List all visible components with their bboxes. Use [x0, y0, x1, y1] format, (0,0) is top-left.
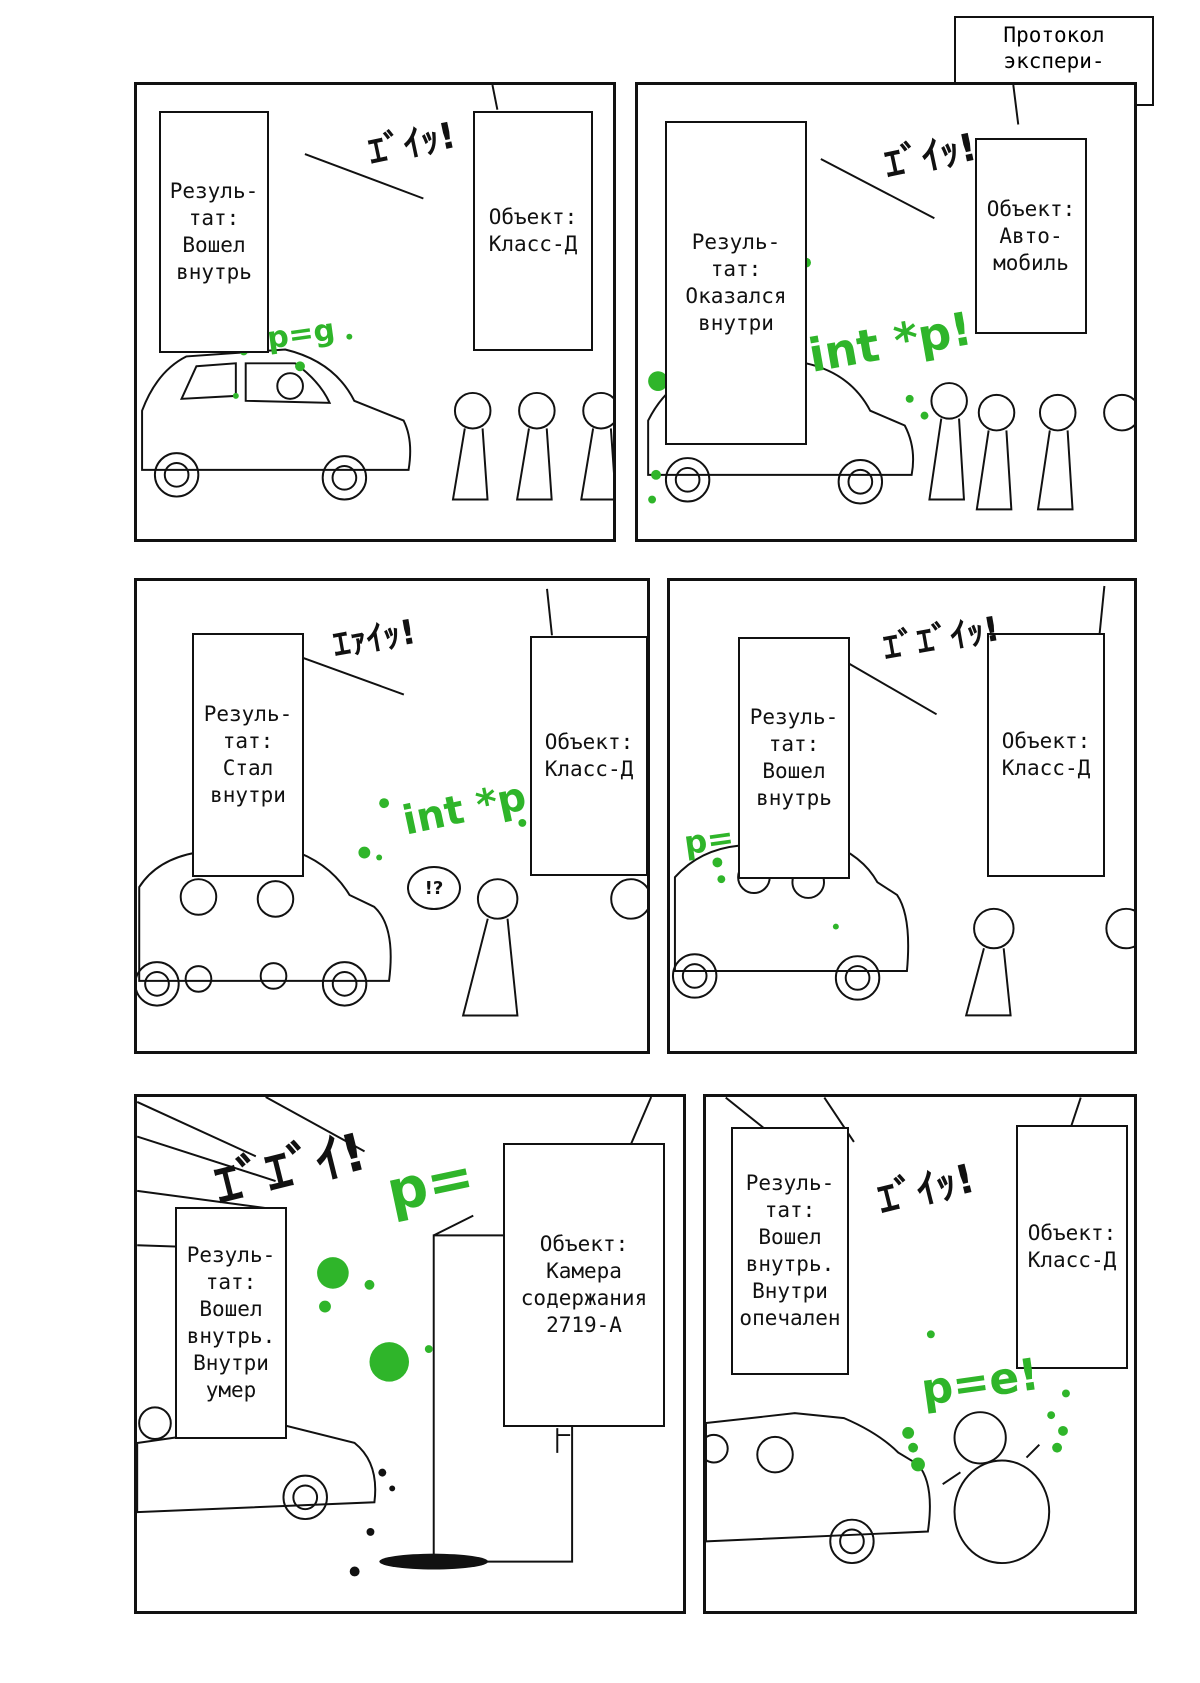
panel-2-result-caption: Резуль- тат: Оказался внутри: [665, 121, 807, 445]
d-class-figures: [964, 907, 1134, 1017]
panel-1-object-caption: Объект: Класс-Д: [473, 111, 593, 351]
panel-3-object-caption: Объект: Класс-Д: [530, 636, 647, 876]
panel-6-object-caption: Объект: Класс-Д: [1016, 1125, 1128, 1369]
car: [706, 1412, 931, 1565]
panel-2-object-caption: Объект: Авто- мобиль: [975, 138, 1087, 334]
panel-6: Резуль- тат: Вошел внутрь. Внутри опечал…: [703, 1094, 1137, 1614]
panel-1: Резуль- тат: Вошел внутрь Объект: Класс-…: [134, 82, 616, 542]
panel-1-art: [141, 85, 613, 501]
car: [137, 1406, 377, 1521]
panel-4-result-caption: Резуль- тат: Вошел внутрь: [738, 637, 850, 879]
panel-5-art: [137, 1097, 653, 1577]
panel-4-art: [671, 585, 1134, 1017]
sad-d-class: [942, 1411, 1051, 1565]
car: [137, 848, 392, 1007]
panel-4-green-sfx: p=: [681, 817, 737, 863]
panel-5: Резуль- тат: Вошел внутрь. Внутри умер О…: [134, 1094, 686, 1614]
d-class-figures: [461, 878, 647, 1017]
car: [141, 348, 412, 501]
car: [671, 841, 910, 1001]
panel-4-object-caption: Объект: Класс-Д: [987, 633, 1105, 877]
panel-2: Резуль- тат: Оказался внутри Объект: Авт…: [635, 82, 1137, 542]
panel-3-result-caption: Резуль- тат: Стал внутри: [192, 633, 304, 877]
panel-6-result-caption: Резуль- тат: Вошел внутрь. Внутри опечал…: [731, 1127, 849, 1375]
d-class-figures: [451, 391, 613, 501]
panel-4: Резуль- тат: Вошел внутрь Объект: Класс-…: [667, 578, 1137, 1054]
panel-1-result-caption: Резуль- тат: Вошел внутрь: [159, 111, 269, 353]
panel-3: Резуль- тат: Стал внутри Объект: Класс-Д…: [134, 578, 650, 1054]
panel-3-speech-bubble: !?: [407, 866, 461, 910]
panel-5-result-caption: Резуль- тат: Вошел внутрь. Внутри умер: [175, 1207, 287, 1439]
d-class-figures: [928, 382, 1134, 511]
green-splashes: [902, 1330, 1070, 1472]
dark-splatter: [349, 1468, 489, 1577]
panel-5-object-caption: Объект: Камера содержания 2719-А: [503, 1143, 665, 1427]
panel-6-art: [706, 1097, 1082, 1565]
green-splashes: [712, 857, 839, 930]
